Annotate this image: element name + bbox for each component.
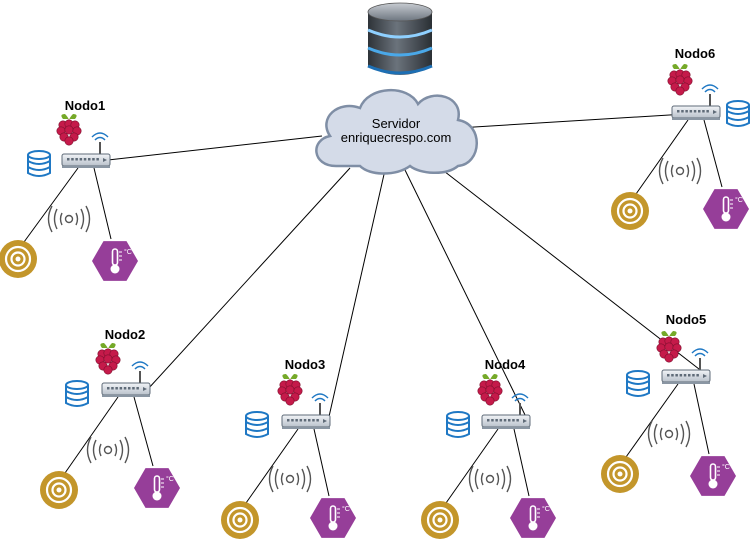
nodes-layer: Nodo1°CNodo2°CNodo3°CNodo4°CNodo5°CNodo6… (0, 46, 750, 539)
temperature-link-line (513, 428, 530, 497)
temperature-sensor-icon: °C (690, 456, 736, 496)
sensor-icon (601, 455, 639, 493)
temperature-link-line (693, 383, 710, 455)
celsius-unit-label: °C (542, 505, 550, 513)
wireless-signal-icon (647, 420, 691, 448)
celsius-unit-label: °C (166, 475, 174, 483)
raspberry-pi-icon (277, 374, 303, 406)
temperature-sensor-icon: °C (310, 498, 356, 538)
server-title: Servidor (372, 116, 421, 131)
database-icon (245, 411, 269, 438)
node-label: Nodo6 (675, 46, 715, 61)
temperature-link-line (93, 167, 112, 240)
router-icon (671, 84, 721, 120)
connection-lines (23, 111, 723, 504)
node-nodo5: Nodo5 °C (601, 312, 736, 496)
router-icon (281, 393, 331, 429)
node-nodo3: Nodo3 °C (221, 357, 356, 539)
celsius-unit-label: °C (722, 463, 730, 471)
raspberry-pi-icon (477, 374, 503, 406)
raspberry-pi-icon (667, 64, 693, 96)
server-cloud: Servidor enriquecrespo.com (315, 89, 478, 175)
wireless-signal-icon (468, 465, 512, 493)
wireless-signal-icon (47, 205, 91, 233)
router-icon (661, 348, 711, 384)
node-label: Nodo3 (285, 357, 325, 372)
raspberry-pi-icon (95, 343, 121, 375)
database-icon (65, 380, 89, 407)
sensor-icon (221, 501, 259, 539)
database-icon (27, 150, 51, 177)
router-icon (481, 393, 531, 429)
node-nodo2: Nodo2 °C (40, 327, 180, 509)
temperature-link-line (703, 119, 723, 188)
sensor-icon (40, 471, 78, 509)
node-label: Nodo2 (105, 327, 145, 342)
node-label: Nodo1 (65, 98, 105, 113)
temperature-sensor-icon: °C (703, 189, 749, 229)
node-nodo1: Nodo1 °C (0, 98, 138, 281)
wireless-signal-icon (268, 465, 312, 493)
database-icon (626, 370, 650, 397)
server-link-line (327, 169, 386, 422)
temperature-sensor-icon: °C (92, 241, 138, 281)
celsius-unit-label: °C (124, 248, 132, 256)
raspberry-pi-icon (56, 114, 82, 146)
router-icon (101, 361, 151, 397)
node-label: Nodo4 (485, 357, 526, 372)
database-icon (446, 411, 470, 438)
router-icon (61, 132, 111, 168)
wireless-signal-icon (86, 436, 130, 464)
node-label: Nodo5 (666, 312, 706, 327)
server-link-line (404, 169, 529, 422)
sensor-link-line (64, 396, 119, 474)
sensor-icon (421, 501, 459, 539)
server-domain: enriquecrespo.com (341, 130, 452, 145)
sensor-link-line (635, 119, 689, 195)
celsius-unit-label: °C (342, 505, 350, 513)
temperature-sensor-icon: °C (134, 468, 180, 508)
temperature-sensor-icon: °C (510, 498, 556, 538)
sensor-icon (0, 240, 37, 278)
wireless-signal-icon (658, 157, 702, 185)
node-nodo4: Nodo4 °C (421, 357, 556, 539)
database-server-icon (367, 2, 433, 75)
sensor-link-line (23, 167, 79, 243)
cloud-shape (315, 89, 478, 175)
sensor-link-line (245, 428, 299, 504)
celsius-unit-label: °C (735, 196, 743, 204)
sensor-link-line (625, 383, 679, 458)
server-link-line (147, 167, 351, 390)
server-link-line (107, 135, 323, 161)
node-nodo6: Nodo6 °C (611, 46, 750, 230)
raspberry-pi-icon (656, 331, 682, 363)
sensor-link-line (445, 428, 499, 504)
database-icon (726, 100, 750, 127)
temperature-link-line (313, 428, 330, 497)
sensor-icon (611, 192, 649, 230)
temperature-link-line (133, 396, 154, 467)
